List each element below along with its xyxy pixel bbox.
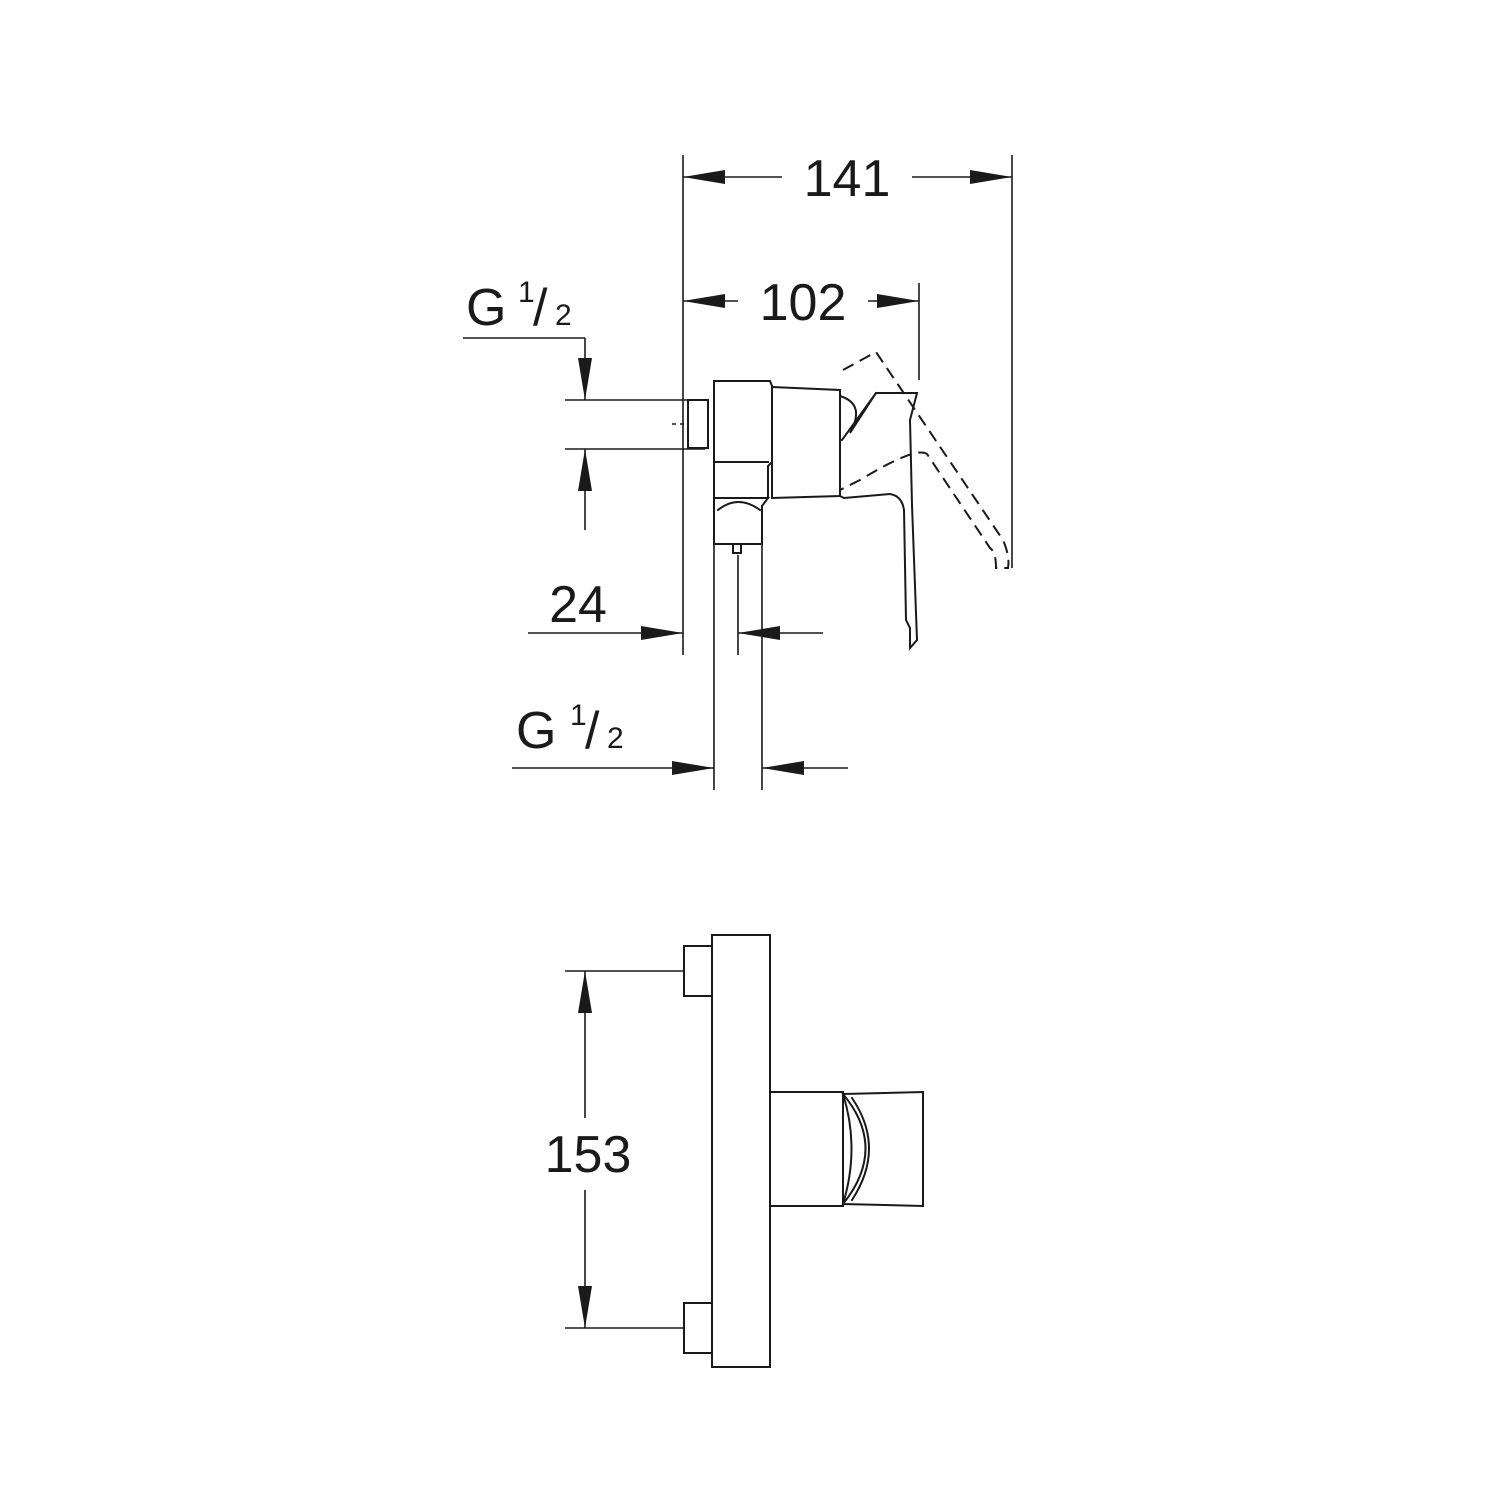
dim-g-half-top: G 1 / 2 xyxy=(463,276,705,530)
thread-fraction-top-num: 1 xyxy=(518,276,535,309)
thread-fraction-bottom-sep: / xyxy=(585,702,600,760)
dim-153: 153 xyxy=(545,970,685,1329)
thread-fraction-top-den: 2 xyxy=(555,299,572,332)
dim-102: 102 xyxy=(683,274,919,332)
thread-fraction-bottom-den: 2 xyxy=(607,722,624,755)
dim-24-label: 24 xyxy=(549,576,607,634)
front-view: 153 xyxy=(545,934,924,1368)
dim-141-label: 141 xyxy=(804,150,891,208)
dim-102-label: 102 xyxy=(760,274,847,332)
inlet-nut-bottom xyxy=(683,1302,713,1354)
dim-24: 24 xyxy=(528,555,823,655)
dim-141: 141 xyxy=(683,150,1012,208)
thread-label-top: G xyxy=(466,279,506,337)
dim-153-label: 153 xyxy=(545,1126,632,1184)
thread-fraction-top-sep: / xyxy=(533,279,548,337)
valve-body-side xyxy=(672,350,1010,651)
cartridge-front xyxy=(769,1091,844,1207)
inlet-nut-top xyxy=(683,945,713,997)
thread-fraction-bottom-num: 1 xyxy=(570,699,587,732)
dim-g-half-bottom: G 1 / 2 xyxy=(512,540,848,790)
lever-front xyxy=(841,1090,924,1208)
wall-plate xyxy=(711,934,771,1368)
side-view: 141 102 G 1 / 2 24 xyxy=(463,150,1013,790)
thread-label-bottom: G xyxy=(516,702,556,760)
